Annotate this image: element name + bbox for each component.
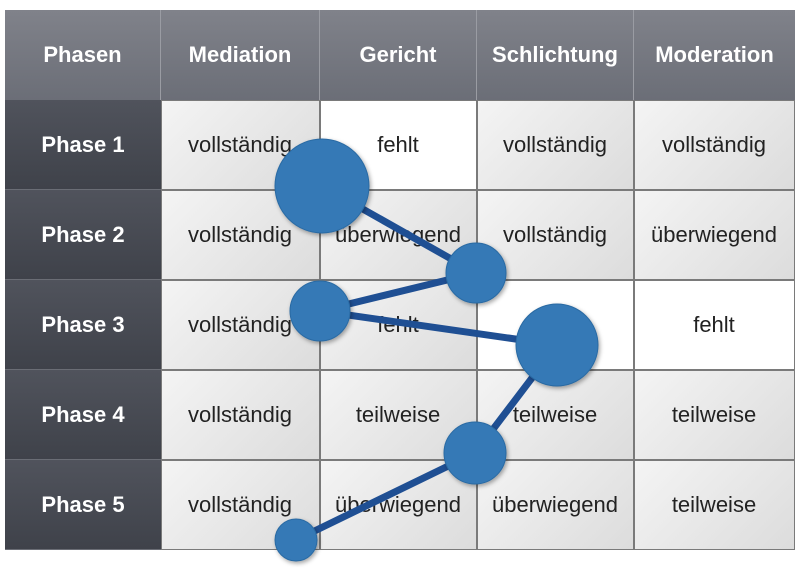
column-header-moderation: Moderation <box>634 10 795 100</box>
path-node-phase-4 <box>443 421 507 485</box>
corner-header: Phasen <box>5 10 161 100</box>
row-header-phase-5: Phase 5 <box>5 460 161 550</box>
cell-phase-4-mediation: vollständig <box>160 369 320 460</box>
row-header-phase-1: Phase 1 <box>5 100 161 190</box>
cell-phase-1-moderation: vollständig <box>633 99 795 190</box>
path-line <box>292 182 561 544</box>
cell-phase-3-moderation: fehlt <box>633 279 795 370</box>
column-header-mediation: Mediation <box>161 10 320 100</box>
row-header-phase-2: Phase 2 <box>5 190 161 280</box>
cell-phase-2-schlichtung: vollständig <box>476 189 634 280</box>
path-segment-5 <box>292 449 479 544</box>
cell-phase-1-schlichtung: vollständig <box>476 99 634 190</box>
path-node-phase-3b <box>515 303 599 387</box>
path-node-phase-5 <box>274 518 318 562</box>
path-node-phase-2 <box>445 242 507 304</box>
row-header-phase-3: Phase 3 <box>5 280 161 370</box>
row-header-phase-4: Phase 4 <box>5 370 161 460</box>
cell-phase-2-moderation: überwiegend <box>633 189 795 280</box>
cell-phase-5-schlichtung: überwiegend <box>476 459 634 550</box>
path-node-phase-3a <box>289 280 351 342</box>
column-header-schlichtung: Schlichtung <box>477 10 634 100</box>
column-header-gericht: Gericht <box>320 10 477 100</box>
cell-phase-4-moderation: teilweise <box>633 369 795 460</box>
cell-phase-5-moderation: teilweise <box>633 459 795 550</box>
path-node-phase-1 <box>274 138 370 234</box>
cell-phase-1-mediation: vollständig <box>160 99 320 190</box>
